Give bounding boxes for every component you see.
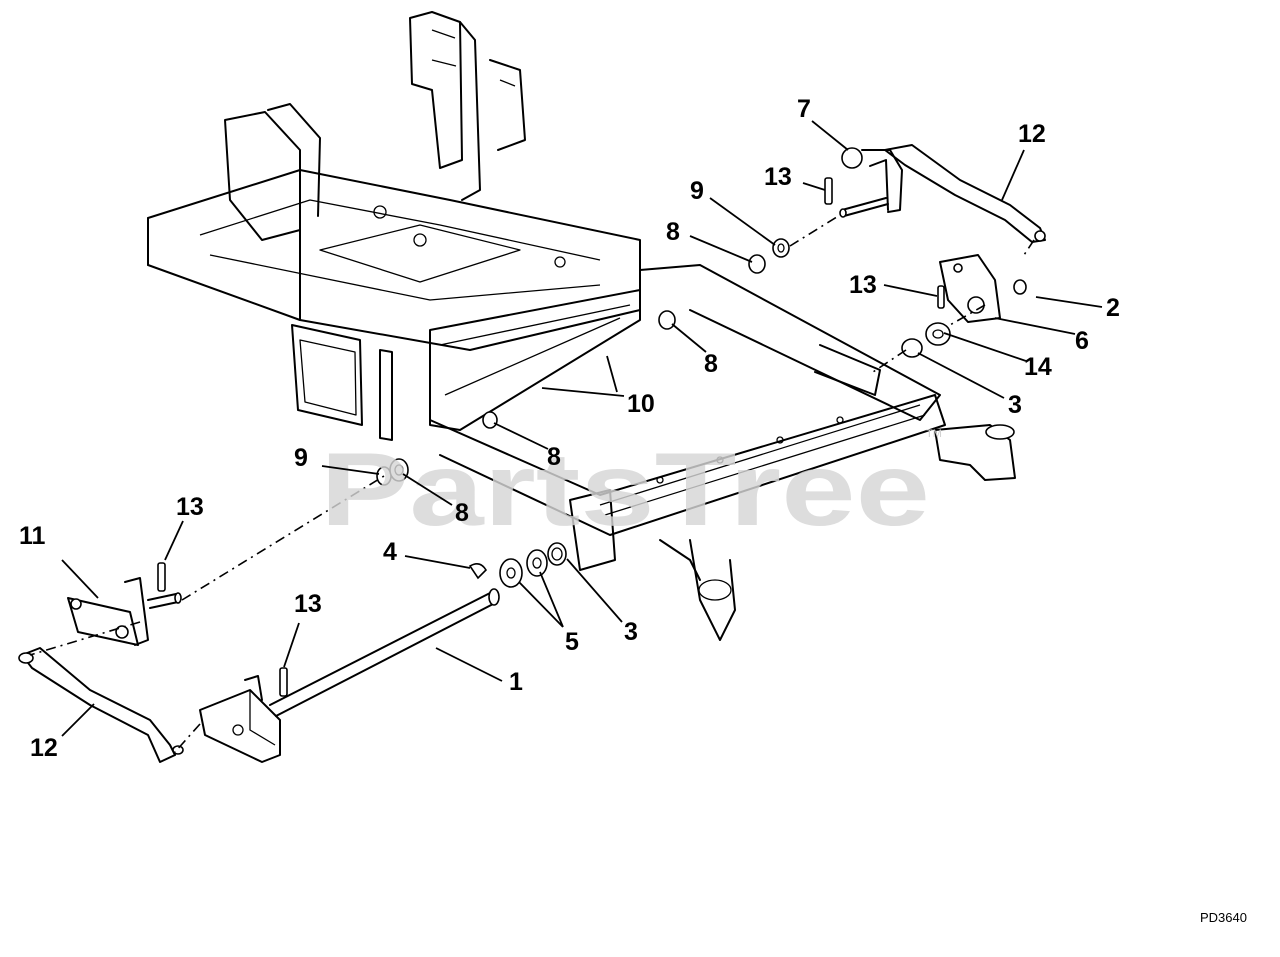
callout-7: 7 bbox=[797, 95, 811, 123]
callout-8-upper: 8 bbox=[666, 218, 680, 246]
part-6-bracket bbox=[939, 254, 1027, 323]
bushings-lower-left bbox=[376, 458, 409, 486]
part-7-bracket bbox=[839, 147, 903, 218]
washers-lower bbox=[499, 542, 567, 588]
leader-lines bbox=[61, 120, 1103, 737]
callout-9-lower: 9 bbox=[294, 444, 308, 472]
callout-12-lower: 12 bbox=[30, 734, 58, 762]
mower-frame bbox=[147, 11, 1016, 641]
callout-5: 5 bbox=[565, 628, 579, 656]
callout-1: 1 bbox=[509, 668, 523, 696]
callout-11: 11 bbox=[19, 522, 46, 550]
callout-8-middle: 8 bbox=[704, 350, 718, 378]
callout-13-left: 13 bbox=[176, 493, 204, 521]
part-12-arm-right bbox=[884, 144, 1046, 243]
callout-3-lower: 3 bbox=[624, 618, 638, 646]
callout-12-upper: 12 bbox=[1018, 120, 1046, 148]
part-12-arm-left bbox=[18, 647, 184, 763]
callout-9-upper: 9 bbox=[690, 177, 704, 205]
washers-upper-right bbox=[901, 322, 951, 358]
bushings-upper bbox=[482, 238, 790, 429]
callout-13-lower: 13 bbox=[294, 590, 322, 618]
part-1-rod bbox=[269, 588, 500, 717]
callout-13-upper: 13 bbox=[764, 163, 792, 191]
callout-labels: 1 2 3 3 4 5 6 7 8 8 8 8 9 9 10 11 12 12 … bbox=[19, 95, 1120, 762]
watermark-text: PartsTree bbox=[320, 432, 930, 548]
callout-8-center: 8 bbox=[547, 443, 561, 471]
watermark-tm: TM bbox=[926, 428, 942, 440]
callout-14: 14 bbox=[1024, 353, 1052, 381]
drawing-code: PD3640 bbox=[1200, 910, 1247, 925]
assembly-centerlines bbox=[29, 214, 1035, 753]
lower-bracket bbox=[199, 675, 281, 763]
callout-2: 2 bbox=[1106, 294, 1120, 322]
callout-10: 10 bbox=[627, 390, 655, 418]
part-13-pins bbox=[157, 177, 945, 697]
part-4-key bbox=[468, 562, 488, 580]
callout-6: 6 bbox=[1075, 327, 1089, 355]
callout-4: 4 bbox=[383, 538, 397, 566]
callout-8-lower: 8 bbox=[455, 499, 469, 527]
callout-3-upper: 3 bbox=[1008, 391, 1022, 419]
callout-13-right: 13 bbox=[849, 271, 877, 299]
